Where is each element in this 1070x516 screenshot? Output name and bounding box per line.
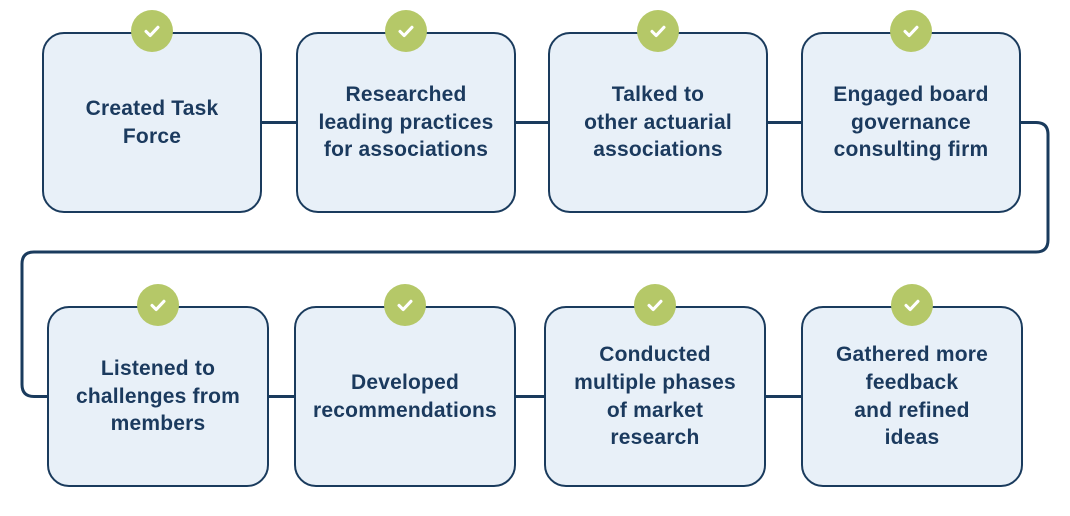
step-label: Engaged board governance consulting firm — [833, 82, 989, 162]
check-icon — [903, 25, 919, 38]
check-circle — [131, 10, 173, 52]
step-label: Created Task Force — [85, 96, 219, 148]
step-label: Researched leading practices for associa… — [318, 82, 494, 162]
check-circle — [384, 284, 426, 326]
step-box-developed-recommendations: Developed recommendations — [294, 284, 516, 487]
step-label: Listened to challenges from members — [75, 356, 241, 436]
step-box-researched-leading-practices: Researched leading practices for associa… — [296, 10, 516, 213]
check-icon — [144, 25, 160, 38]
step-box-conducted-market-research: Conducted multiple phases of market rese… — [544, 284, 766, 487]
step-box-created-task-force: Created Task Force — [42, 10, 262, 213]
check-circle — [137, 284, 179, 326]
step-label: Talked to other actuarial associations — [584, 82, 732, 162]
check-circle — [385, 10, 427, 52]
check-icon — [647, 299, 663, 312]
check-icon — [150, 299, 166, 312]
step-box-listened-to-challenges: Listened to challenges from members — [47, 284, 269, 487]
step-label: Gathered more feedback and refined ideas — [836, 342, 988, 450]
check-icon — [397, 299, 413, 312]
check-icon — [398, 25, 414, 38]
step-box-talked-to-other-associations: Talked to other actuarial associations — [548, 10, 768, 213]
check-circle — [890, 10, 932, 52]
step-box-gathered-more-feedback: Gathered more feedback and refined ideas — [801, 284, 1023, 487]
step-label: Developed recommendations — [313, 370, 497, 422]
step-box-engaged-consulting-firm: Engaged board governance consulting firm — [801, 10, 1021, 213]
step-label: Conducted multiple phases of market rese… — [574, 342, 736, 450]
check-circle — [634, 284, 676, 326]
check-icon — [650, 25, 666, 38]
check-icon — [904, 299, 920, 312]
check-circle — [891, 284, 933, 326]
check-circle — [637, 10, 679, 52]
